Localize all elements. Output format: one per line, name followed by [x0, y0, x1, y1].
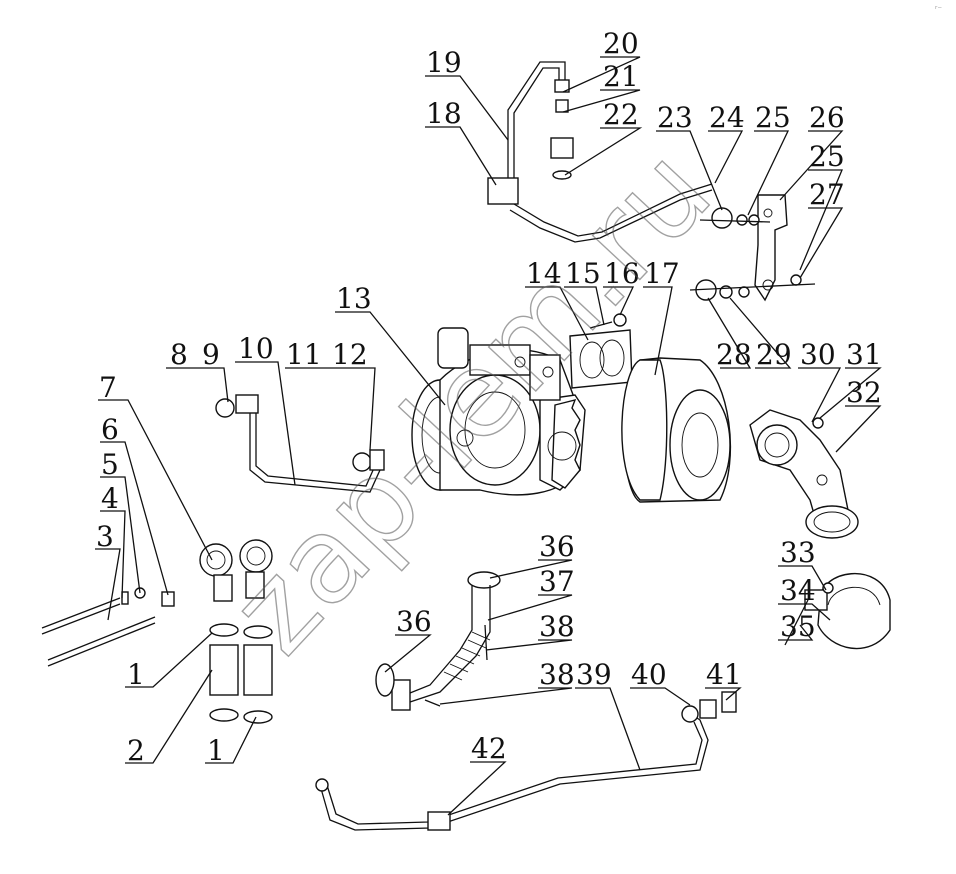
callout-10: 10: [238, 332, 274, 365]
callout-1-lower: 1: [207, 734, 225, 767]
callout-11: 11: [286, 338, 322, 371]
gasket-14: [569, 329, 633, 389]
leader-lines: [95, 56, 882, 816]
callout-25-upper: 25: [755, 101, 791, 134]
callout-labels: 1 2 1 3 4 5 6 7 8 9 10 11 12 13 14 15 16…: [96, 27, 882, 767]
callout-40: 40: [631, 658, 667, 691]
callout-16: 16: [604, 257, 640, 290]
bracket-26: [754, 194, 788, 302]
exhaust-elbow-32: [749, 409, 859, 539]
banjo-fittings: [689, 207, 816, 301]
callout-20: 20: [603, 27, 639, 60]
callout-21: 21: [603, 60, 639, 93]
turbocharger: [411, 327, 586, 496]
callout-7: 7: [99, 371, 117, 404]
callout-28: 28: [716, 338, 752, 371]
callout-35: 35: [780, 610, 816, 643]
drain-pipe-37: [375, 571, 501, 711]
callout-38-lower: 38: [539, 658, 575, 691]
callout-19: 19: [426, 46, 462, 79]
callout-30: 30: [800, 338, 836, 371]
callout-3: 3: [96, 520, 114, 553]
callout-14: 14: [526, 257, 562, 290]
callout-41: 41: [706, 658, 742, 691]
callout-39: 39: [576, 658, 612, 691]
rods-3: [41, 587, 175, 667]
callout-42: 42: [471, 732, 507, 765]
callout-34: 34: [780, 574, 816, 607]
callout-5: 5: [101, 448, 119, 481]
callout-6: 6: [101, 413, 119, 446]
callout-37: 37: [539, 565, 575, 598]
callout-32: 32: [846, 376, 882, 409]
callout-17: 17: [644, 257, 680, 290]
oil-feed-line-19: [487, 61, 713, 243]
callout-25-lower: 25: [809, 140, 845, 173]
callout-4: 4: [101, 482, 119, 515]
callout-36-lower: 36: [396, 605, 432, 638]
callout-9: 9: [202, 338, 220, 371]
callout-27: 27: [809, 178, 845, 211]
callout-29: 29: [756, 338, 792, 371]
pipe-10: [215, 394, 385, 493]
callout-26: 26: [809, 101, 845, 134]
callout-2: 2: [127, 734, 145, 767]
bolt-15: [589, 313, 627, 329]
callout-15: 15: [565, 257, 601, 290]
callout-31: 31: [846, 338, 882, 371]
callout-18: 18: [426, 97, 462, 130]
callout-24: 24: [709, 101, 745, 134]
callout-13: 13: [336, 282, 372, 315]
corner-mark: ʳ⁻: [935, 5, 942, 15]
v-band-clamp-34: [784, 573, 891, 650]
callout-22: 22: [603, 98, 639, 131]
heat-shield-17: [621, 357, 732, 503]
pipe-39: [315, 691, 737, 831]
callout-23: 23: [657, 101, 693, 134]
callout-38-upper: 38: [539, 610, 575, 643]
callout-8: 8: [170, 338, 188, 371]
callout-1-upper: 1: [127, 658, 145, 691]
callout-12: 12: [332, 338, 368, 371]
callout-33: 33: [780, 536, 816, 569]
callout-36-upper: 36: [539, 530, 575, 563]
